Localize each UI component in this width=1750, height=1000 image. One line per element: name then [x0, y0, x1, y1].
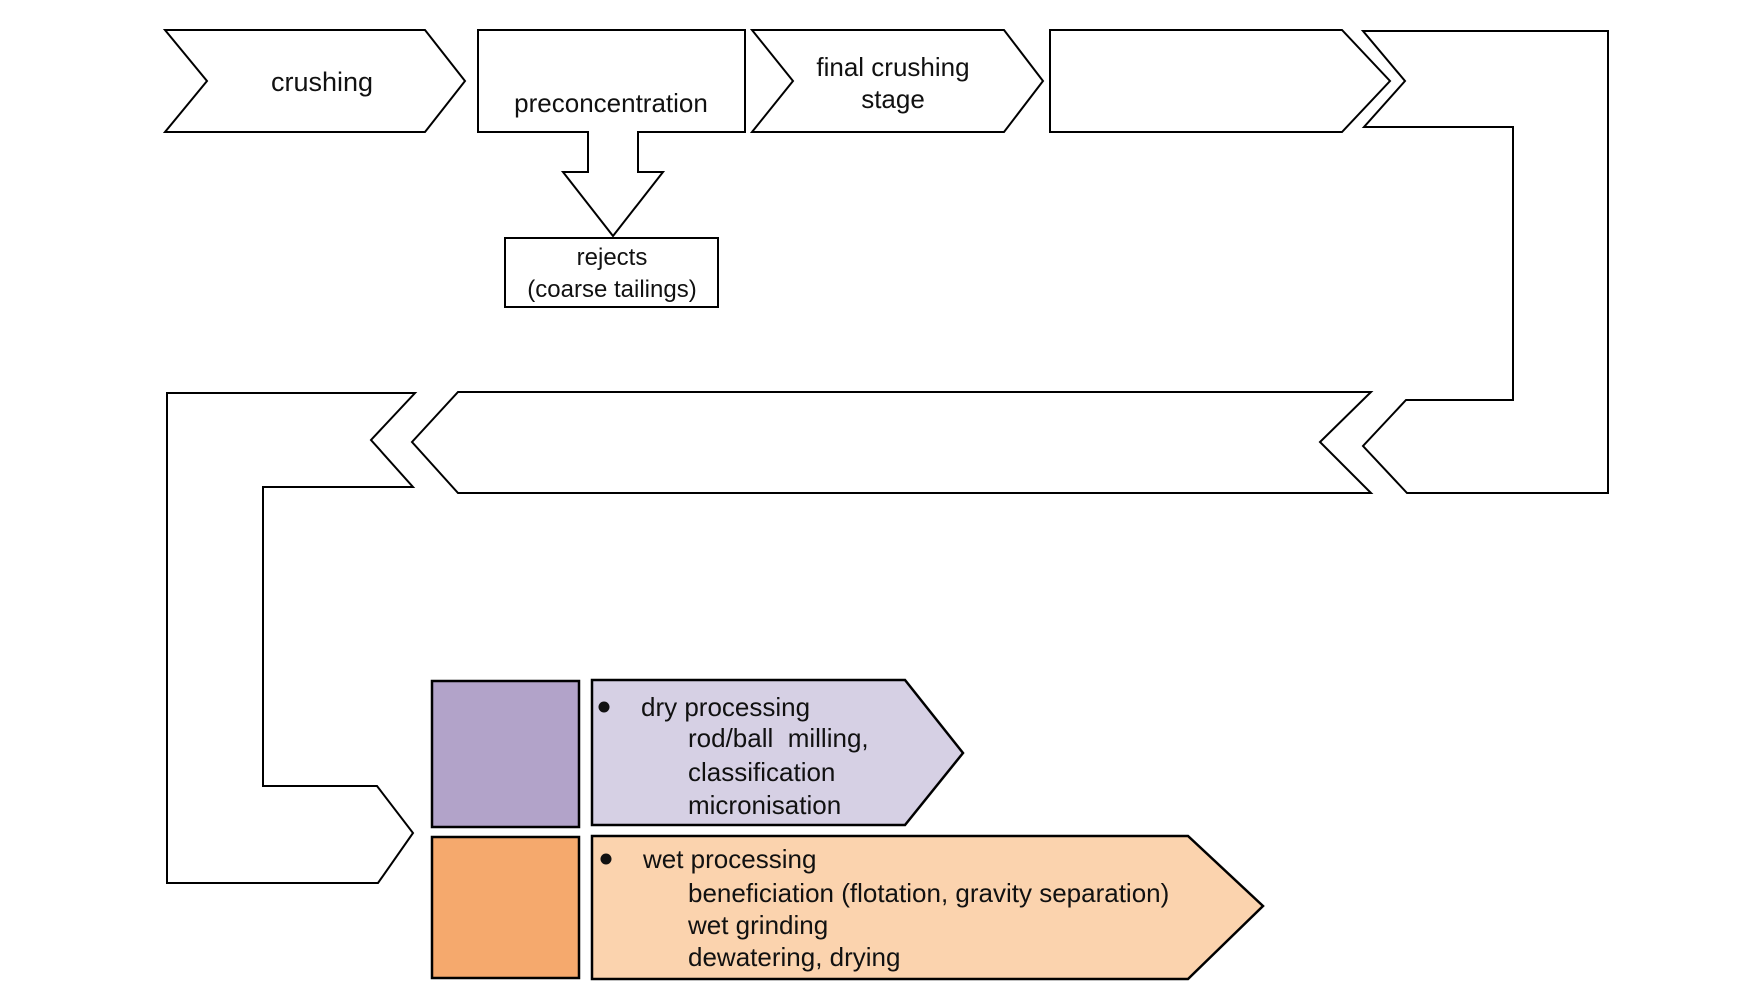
- return-left-arrow-shape: [410, 391, 1374, 494]
- rejects-box: [504, 237, 719, 308]
- wet-processing-item-3: dewatering, drying: [688, 942, 900, 972]
- wet-bullet-icon: [600, 853, 612, 865]
- wet-processing-title: wet processing: [642, 844, 816, 874]
- final-crushing-stage-label-line1: final crushing: [816, 52, 969, 82]
- wet-processing-arrow-shape: [590, 834, 1265, 981]
- dry-bullet-icon: [598, 701, 610, 713]
- dry-processing-item-2: classification: [688, 757, 835, 787]
- right-elbow-connector: [1360, 30, 1609, 494]
- preconcentration-label: preconcentration: [514, 88, 708, 118]
- dry-processing-arrow-shape: [590, 678, 965, 827]
- left-elbow-connector: [166, 392, 418, 884]
- wet-processing-color-box: [430, 835, 581, 980]
- final-crushing-stage-label-line2: stage: [861, 84, 925, 114]
- rejects-label-line2: (coarse tailings): [527, 276, 696, 303]
- crushing-label: crushing: [271, 67, 373, 97]
- dry-processing-item-1: rod/ball milling,: [688, 723, 869, 753]
- rejects-label-line1: rejects: [577, 244, 648, 271]
- crushing-arrow-shape: [162, 29, 467, 133]
- wet-processing-item-2: wet grinding: [687, 910, 828, 940]
- wet-processing-item-1: beneficiation (flotation, gravity separa…: [688, 878, 1169, 908]
- final-crushing-stage-arrow-shape: [749, 29, 1045, 133]
- dry-processing-item-3: micronisation: [688, 790, 841, 820]
- preconcentration-box-with-down-arrow: [477, 29, 746, 238]
- dry-processing-color-box: [430, 679, 581, 829]
- unlabeled-stage-arrow-shape: [1049, 29, 1392, 133]
- dry-processing-title: dry processing: [641, 692, 810, 722]
